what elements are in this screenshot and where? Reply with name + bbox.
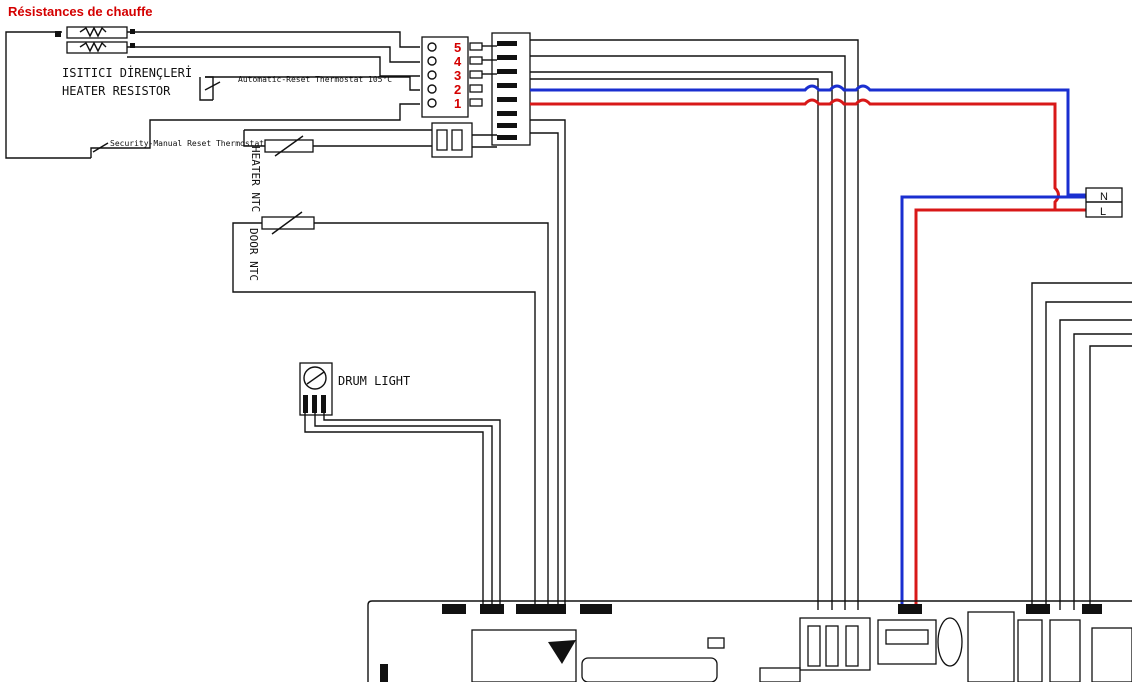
drum-light-label: DRUM LIGHT <box>338 374 410 388</box>
heater-resistors <box>55 26 135 54</box>
heater-connector <box>421 36 483 118</box>
connector-number: 2 <box>454 82 461 97</box>
connector-number: 4 <box>454 54 462 69</box>
harness-wires-to-board <box>530 39 859 610</box>
ntc-connector <box>431 122 497 158</box>
heater-label-en: HEATER RESISTOR <box>62 84 171 98</box>
heater-ntc-label: HEATER NTC <box>249 146 262 212</box>
connector-number: 1 <box>454 96 461 111</box>
right-side-wires <box>1031 282 1132 610</box>
manual-reset-thermostat <box>90 142 109 158</box>
mains-terminal <box>1085 187 1123 218</box>
harness-connector <box>482 32 531 146</box>
heater-ntc-sensor <box>243 129 432 157</box>
auto-reset-thermostat <box>204 76 221 100</box>
connector-number: 5 <box>454 40 461 55</box>
connector-number: 3 <box>454 68 461 83</box>
heater-label-tr: ISITICI DİRENÇLERİ <box>62 65 192 80</box>
diagram-title: Résistances de chauffe <box>8 4 153 19</box>
manual-reset-label: Security-Manual Reset Thermostat 150°C <box>110 139 293 148</box>
drum-light <box>299 362 501 610</box>
door-ntc-label: DOOR NTC <box>247 228 260 281</box>
auto-reset-label: Automatic-Reset Thermostat 105°C <box>238 75 392 84</box>
heater-wires <box>5 31 420 159</box>
terminal-l-label: L <box>1100 206 1106 218</box>
terminal-n-label: N <box>1100 191 1108 203</box>
control-board <box>367 600 1132 682</box>
power-wires <box>530 84 1088 610</box>
door-ntc-sensor <box>232 211 549 610</box>
